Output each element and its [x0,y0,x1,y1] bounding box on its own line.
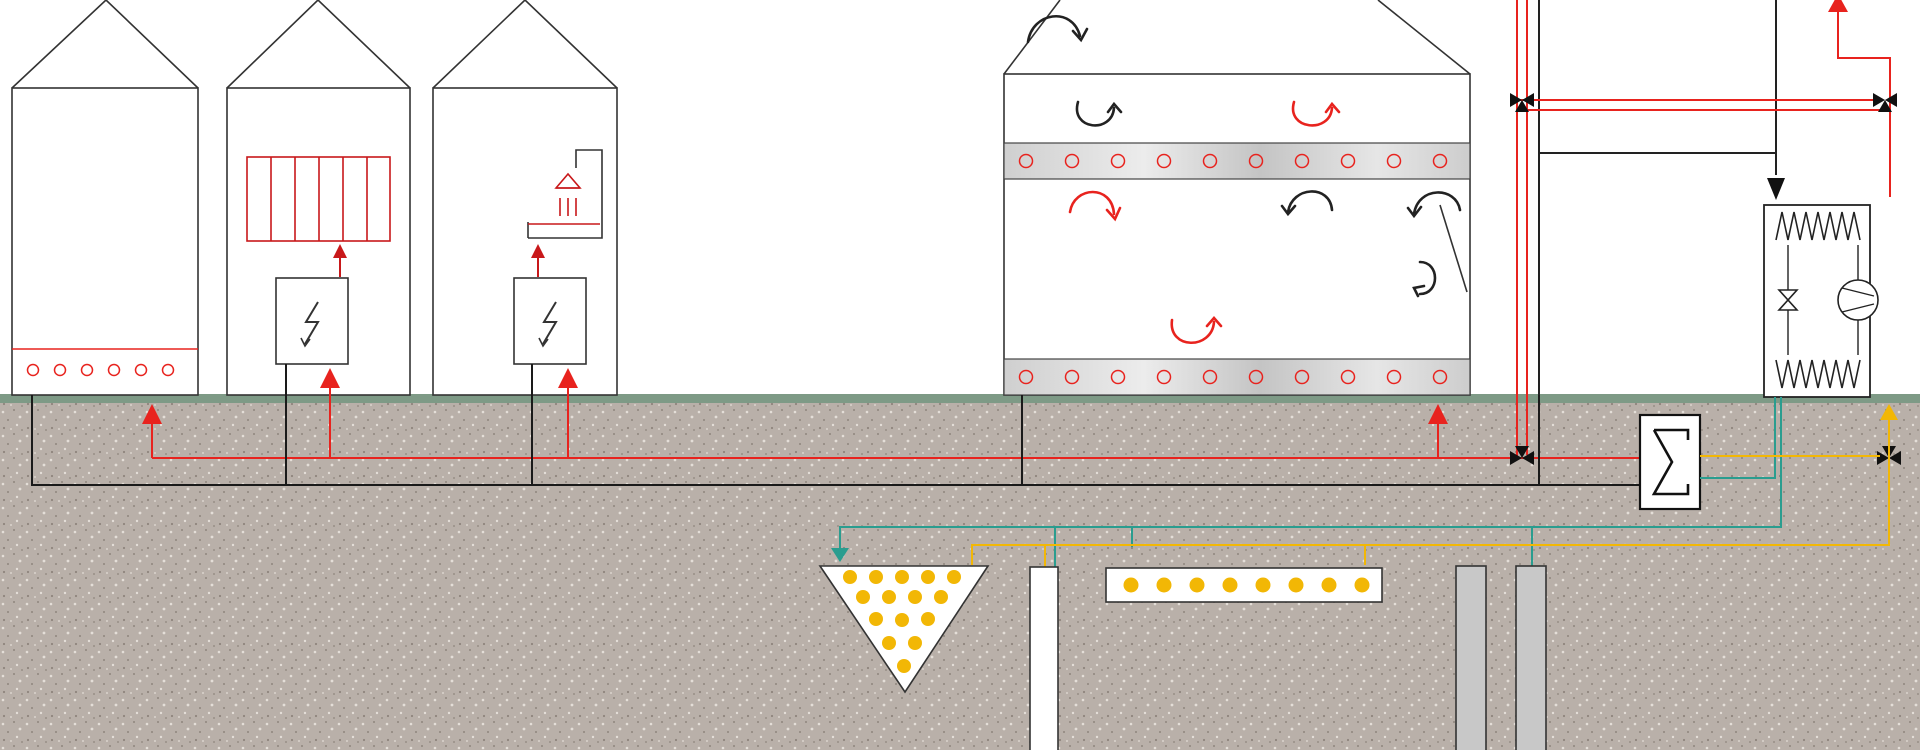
window-flap [1439,204,1468,293]
building-thermal-slabs [1003,0,1471,396]
borehole-probe-icon [1455,565,1547,750]
thermally-activated-slab [1003,142,1471,396]
electric-heater-icon [275,277,349,365]
heat-exchanger-icon [1638,413,1702,511]
energy-pile [1029,566,1059,750]
house-underfloor-heating [11,0,199,396]
heating-flow-arrows [142,0,1848,424]
heater-to-shower-arrow [531,244,545,277]
ground-basket-collector-icon [818,565,990,694]
brine-flow-arrow [831,548,849,562]
slab-heating-pipes [1018,153,1448,385]
electric-heater-icon [513,277,587,365]
heater-to-radiator-arrow [333,244,347,277]
horizontal-collector-icon [1105,567,1383,603]
electric-supply-lines [31,364,1640,486]
underfloor-heating-icon [26,363,175,377]
curved-arrow-icon [1026,14,1462,344]
source-flow-arrow [1880,404,1898,420]
flow-arrow-down [1767,178,1785,200]
radiator-icon [246,156,391,242]
heating-supply-lines [151,0,1891,459]
grass-surface [0,394,1920,403]
heat-pump-icon [1763,204,1879,398]
shower-icon [527,149,603,239]
